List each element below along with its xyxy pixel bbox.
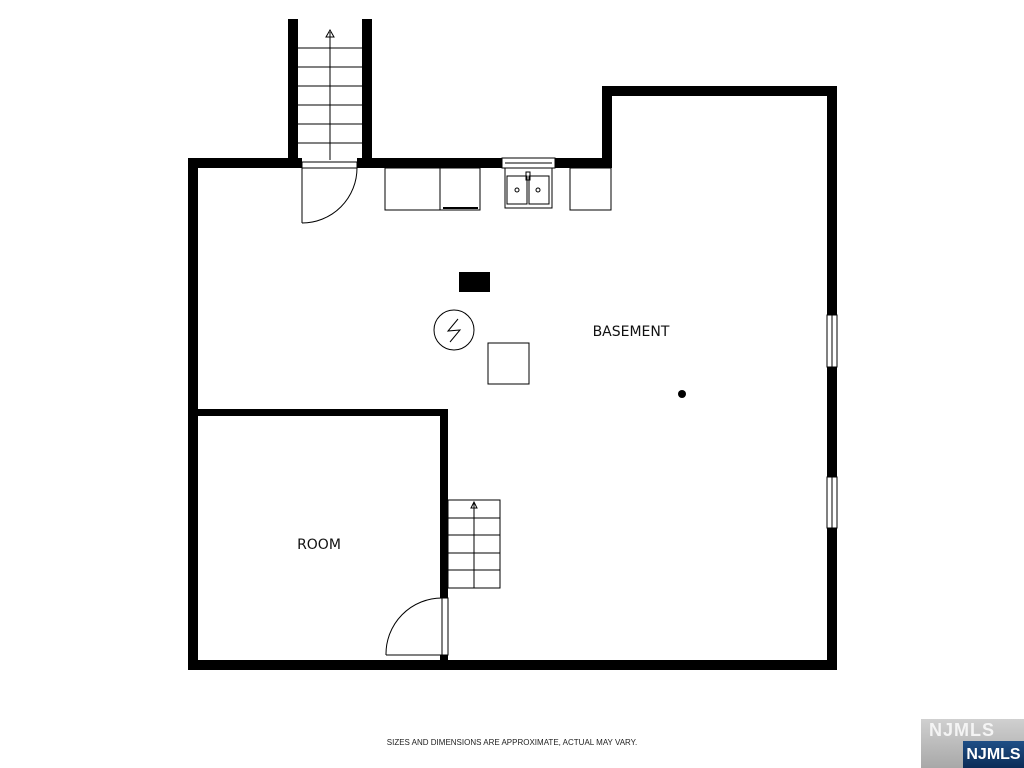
top-door xyxy=(301,161,358,224)
cabinets xyxy=(384,167,612,211)
water-heater-icon xyxy=(433,309,475,351)
room-door xyxy=(385,597,449,656)
fixtures xyxy=(298,28,838,656)
window-right-1 xyxy=(826,314,838,368)
logo-background-text: NJMLS xyxy=(929,720,996,740)
stairs-up-inner xyxy=(447,499,501,589)
column-post xyxy=(678,390,686,398)
walls xyxy=(188,19,837,670)
appliance-box xyxy=(487,342,530,385)
room-label: ROOM xyxy=(297,537,341,553)
njmls-logo: NJMLS NJMLS xyxy=(921,719,1024,768)
furnace-block xyxy=(459,272,490,292)
stairs-up-top xyxy=(298,28,362,160)
footnote: SIZES AND DIMENSIONS ARE APPROXIMATE, AC… xyxy=(387,738,637,747)
logo-badge: NJMLS xyxy=(963,741,1024,768)
basement-label: BASEMENT xyxy=(593,324,670,340)
sink xyxy=(501,157,556,209)
window-right-2 xyxy=(826,476,838,529)
